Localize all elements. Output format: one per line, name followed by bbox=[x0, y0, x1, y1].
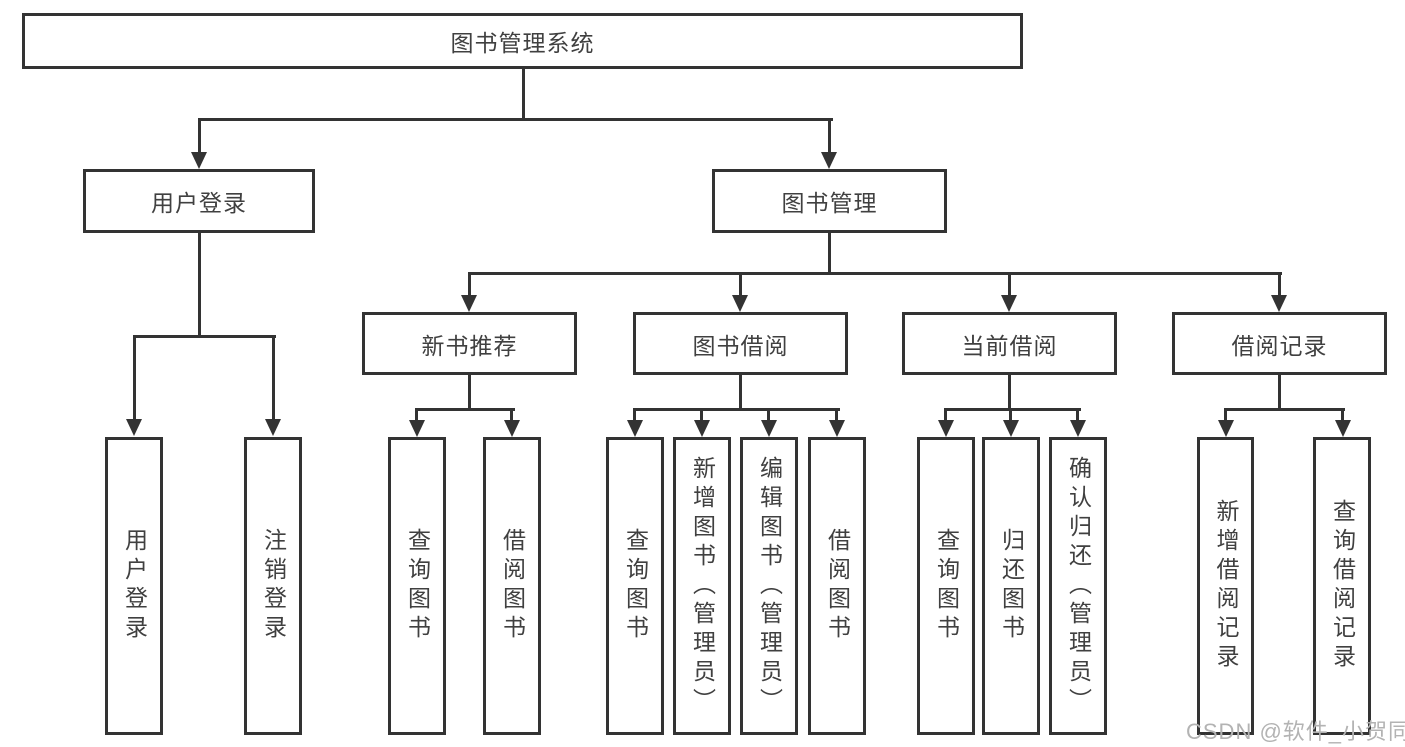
connector-horizontal bbox=[415, 408, 515, 411]
node-new-book-recommend: 新书推荐 bbox=[362, 312, 577, 375]
connector-vertical bbox=[828, 118, 831, 152]
connector-vertical bbox=[198, 118, 201, 152]
connector-vertical bbox=[1341, 408, 1344, 420]
leaf-query-borrow-record: 查询借阅记录 bbox=[1313, 437, 1371, 735]
arrowhead-down bbox=[409, 420, 425, 437]
arrowhead-down bbox=[732, 295, 748, 312]
connector-vertical bbox=[828, 233, 831, 275]
watermark: CSDN @软件_小贺同学 bbox=[1186, 719, 1405, 744]
connector-vertical bbox=[468, 272, 471, 296]
arrowhead-down bbox=[1218, 420, 1234, 437]
connector-vertical bbox=[835, 408, 838, 420]
node-user-login: 用户登录 bbox=[83, 169, 315, 233]
leaf-user-login: 用户登录 bbox=[105, 437, 163, 735]
leaf-add-book-admin: 新增图书（管理员） bbox=[673, 437, 731, 735]
connector-vertical bbox=[1008, 375, 1011, 411]
connector-vertical bbox=[415, 408, 418, 420]
node-root: 图书管理系统 bbox=[22, 13, 1023, 69]
node-current-borrow: 当前借阅 bbox=[902, 312, 1117, 375]
connector-vertical bbox=[1224, 408, 1227, 420]
leaf-logout: 注销登录 bbox=[244, 437, 302, 735]
connector-vertical bbox=[1008, 272, 1011, 296]
leaf-edit-book-admin: 编辑图书（管理员） bbox=[740, 437, 798, 735]
connector-vertical bbox=[510, 408, 513, 420]
connector-vertical bbox=[739, 272, 742, 296]
node-borrow-record: 借阅记录 bbox=[1172, 312, 1387, 375]
connector-vertical bbox=[198, 233, 201, 338]
connector-horizontal bbox=[944, 408, 1081, 411]
arrowhead-down bbox=[694, 420, 710, 437]
leaf-borrow-book-1: 借阅图书 bbox=[483, 437, 541, 735]
arrowhead-down bbox=[829, 420, 845, 437]
arrowhead-down bbox=[761, 420, 777, 437]
leaf-query-book-1: 查询图书 bbox=[388, 437, 446, 735]
node-book-borrow: 图书借阅 bbox=[633, 312, 848, 375]
connector-horizontal bbox=[133, 335, 276, 338]
connector-vertical bbox=[1076, 408, 1079, 420]
arrowhead-down bbox=[938, 420, 954, 437]
connector-vertical bbox=[944, 408, 947, 420]
node-book-management: 图书管理 bbox=[712, 169, 947, 233]
connector-vertical bbox=[1009, 408, 1012, 420]
connector-vertical bbox=[133, 335, 136, 420]
leaf-return-book: 归还图书 bbox=[982, 437, 1040, 735]
connector-horizontal bbox=[633, 408, 840, 411]
arrowhead-down bbox=[821, 152, 837, 169]
connector-vertical bbox=[700, 408, 703, 420]
connector-horizontal bbox=[1224, 408, 1345, 411]
arrowhead-down bbox=[191, 152, 207, 169]
leaf-query-book-3: 查询图书 bbox=[917, 437, 975, 735]
connector-vertical bbox=[522, 69, 525, 121]
arrowhead-down bbox=[126, 419, 142, 436]
connector-vertical bbox=[468, 375, 471, 411]
connector-vertical bbox=[272, 335, 275, 420]
arrowhead-down bbox=[504, 420, 520, 437]
connector-vertical bbox=[1278, 272, 1281, 296]
leaf-borrow-book-2: 借阅图书 bbox=[808, 437, 866, 735]
arrowhead-down bbox=[1271, 295, 1287, 312]
arrowhead-down bbox=[627, 420, 643, 437]
arrowhead-down bbox=[1001, 295, 1017, 312]
arrowhead-down bbox=[1335, 420, 1351, 437]
connector-vertical bbox=[767, 408, 770, 420]
arrowhead-down bbox=[1003, 420, 1019, 437]
arrowhead-down bbox=[265, 419, 281, 436]
leaf-query-book-2: 查询图书 bbox=[606, 437, 664, 735]
arrowhead-down bbox=[1070, 420, 1086, 437]
leaf-add-borrow-record: 新增借阅记录 bbox=[1197, 437, 1254, 735]
leaf-confirm-return-admin: 确认归还（管理员） bbox=[1049, 437, 1107, 735]
connector-vertical bbox=[1278, 375, 1281, 411]
connector-horizontal bbox=[198, 118, 833, 121]
connector-horizontal bbox=[468, 272, 1282, 275]
connector-vertical bbox=[739, 375, 742, 411]
connector-vertical bbox=[633, 408, 636, 420]
arrowhead-down bbox=[461, 295, 477, 312]
